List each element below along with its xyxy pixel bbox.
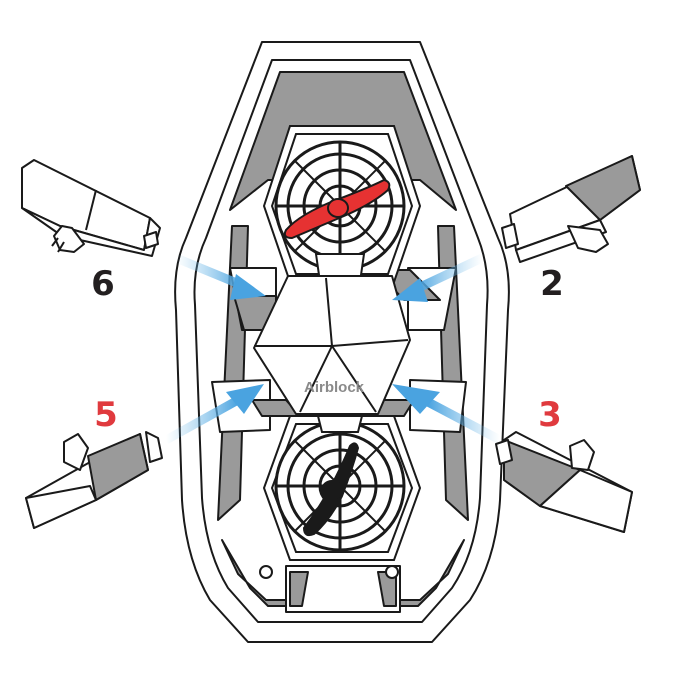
center-block: Airblock [253, 275, 411, 415]
top-propeller-hub [327, 198, 349, 218]
attach-arrows [163, 253, 503, 444]
center-block-face-top [254, 277, 409, 413]
module-label-2: 2 [540, 264, 564, 304]
arrow-bottom-right [392, 384, 503, 444]
bottom-propeller-module [262, 415, 422, 561]
top-propeller-module [262, 125, 422, 283]
brand-label: Airblock [304, 379, 365, 396]
arm-module-bottom-right[interactable] [495, 431, 633, 533]
arm-module-bottom-left[interactable] [25, 431, 163, 529]
arm-module-top-left[interactable] [21, 159, 161, 257]
arm-module-top-right[interactable] [501, 155, 641, 263]
module-label-5: 5 [94, 395, 118, 435]
bottom-prop-stand [316, 415, 364, 433]
module-label-3: 3 [538, 395, 562, 435]
arrow-top-right [392, 253, 484, 302]
screw-hole-right [385, 565, 399, 579]
arrow-bottom-left [163, 384, 264, 444]
body-bottom-notch [285, 565, 401, 613]
arrow-top-left [174, 253, 266, 300]
screw-hole-left [259, 565, 273, 579]
bottom-propeller-hub [321, 480, 343, 500]
module-label-6: 6 [91, 264, 115, 304]
